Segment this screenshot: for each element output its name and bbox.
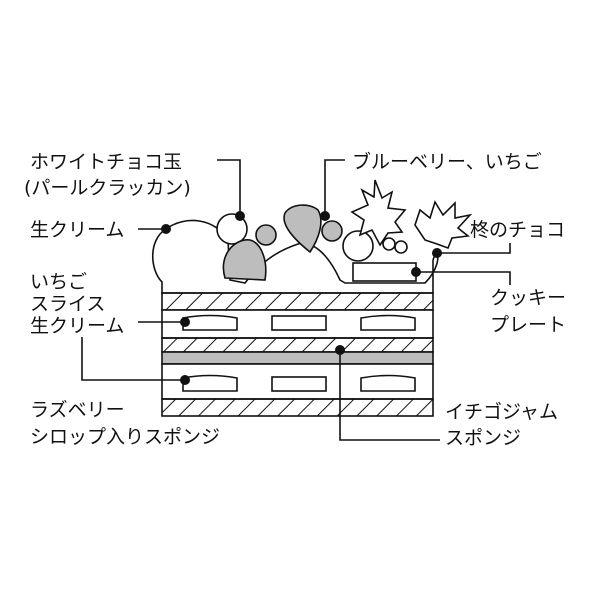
pointer-dot [335,345,345,355]
label-holly-choco: 柊のチョコ [470,219,565,241]
strawberry-slice [360,314,416,331]
cookie-plate [352,262,417,282]
sponge-layer-middle [161,337,434,353]
label-fresh-cream-top: 生クリーム [30,219,124,241]
pointer-dot [161,224,171,234]
strawberry-slice [182,314,238,331]
strawberry [283,204,322,254]
label-white-choco: ホワイトチョコ玉 [30,151,182,173]
holly-leaf [414,200,473,250]
label-strawberry-slice-2: スライス [30,293,105,315]
blueberry [321,220,343,242]
label-white-choco-sub: (パールクラッカン) [24,177,191,199]
holly-berry [382,237,396,251]
pointer-dot [432,248,442,258]
label-raspberry: ラズベリー [30,399,125,421]
label-plate: プレート [490,314,566,336]
label-sponge: スポンジ [445,427,521,449]
label-strawberry-slice-cream: 生クリーム [30,315,124,337]
label-strawberry-jam: イチゴジャム [445,401,558,423]
strawberry-slice [271,376,327,392]
strawberry-slice [360,374,416,392]
pointer-dot [235,211,245,221]
white-choco-ball [216,213,248,245]
holly-leaf [350,179,407,247]
strawberry-slice [182,374,238,392]
label-blueberry: ブルーベリー、いちご [352,150,542,173]
sponge-layer-top [161,292,434,311]
strawberry [222,239,267,281]
strawberry-slice [271,315,327,331]
label-cookie: クッキー [490,287,566,309]
label-strawberry-slice: いちご [30,271,87,293]
jam-layer [161,351,434,365]
pointer-dot [180,317,190,327]
label-syrup-sponge: シロップ入りスポンジ [30,426,220,448]
pointer-dot [180,375,190,385]
pointer-dot [320,211,330,221]
blueberry [255,224,277,246]
white-choco-ball [342,230,374,262]
pointer-dot [411,267,421,277]
holly-berry [394,240,408,254]
sponge-layer-bottom [161,398,434,417]
